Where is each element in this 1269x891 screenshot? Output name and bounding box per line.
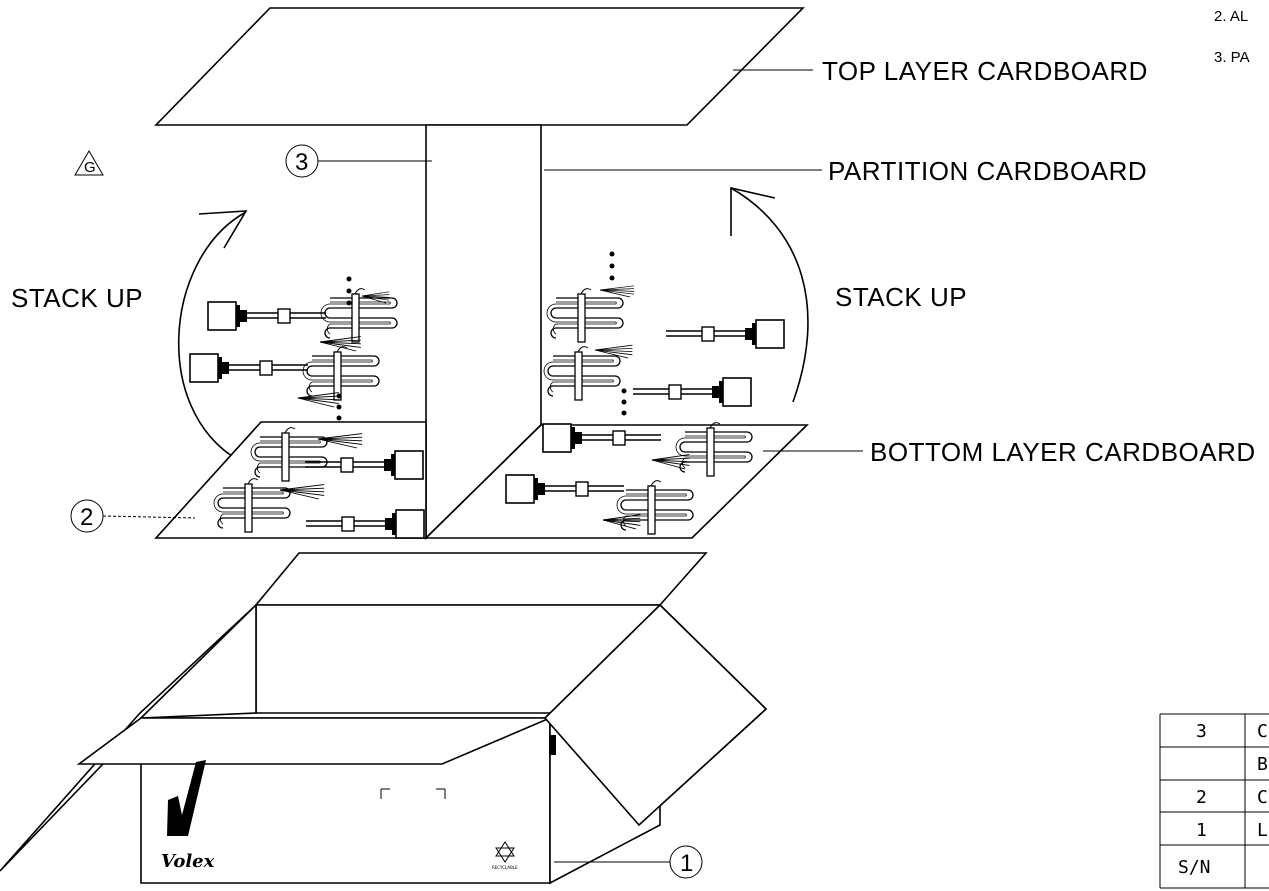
stack-up-arrow-left [177,211,249,466]
top-layer-label: TOP LAYER CARDBOARD [822,56,1148,86]
parts-table: 3 C B 2 C 1 L S/N [1159,713,1269,889]
bottom-layer-label: BOTTOM LAYER CARDBOARD [870,437,1256,467]
cable-assembly [543,344,752,407]
table-row-desc: C [1257,787,1268,808]
cable-assembly [189,346,380,408]
stack-up-label-left: STACK UP [11,283,143,313]
svg-text:2: 2 [80,504,93,531]
svg-text:G: G [84,159,96,176]
partition-label: PARTITION CARDBOARD [828,156,1147,186]
svg-text:RECYCLABLE: RECYCLABLE [492,865,518,870]
stack-dots [336,251,627,421]
callout-2: 2 [70,499,104,533]
svg-text:Volex: Volex [161,851,215,872]
table-row-desc: L [1257,820,1268,841]
table-row-num: 1 [1196,820,1207,841]
revision-triangle-icon: G [74,150,104,176]
table-row-num: 3 [1196,721,1207,742]
cable-assembly [207,288,398,352]
cable-assembly [546,285,785,349]
volex-logo: Volex [161,760,215,872]
svg-text:1: 1 [680,850,693,877]
shipping-box [0,552,768,885]
top-layer-cardboard [154,7,805,126]
callout-3: 3 [285,144,319,178]
note-3: 3. PA [1214,49,1250,66]
table-row-desc: B [1257,754,1268,775]
recycle-icon: RECYCLABLE [492,841,518,870]
note-2: 2. AL [1214,8,1248,25]
stack-up-arrow-right [730,187,809,403]
stack-up-label-right: STACK UP [835,282,967,312]
svg-text:3: 3 [295,149,308,176]
callout-2-leader [102,515,196,519]
callout-1: 1 [669,845,703,879]
table-row-num: 2 [1196,787,1207,808]
table-row-desc: C [1257,721,1268,742]
table-header-num: S/N [1178,857,1211,878]
